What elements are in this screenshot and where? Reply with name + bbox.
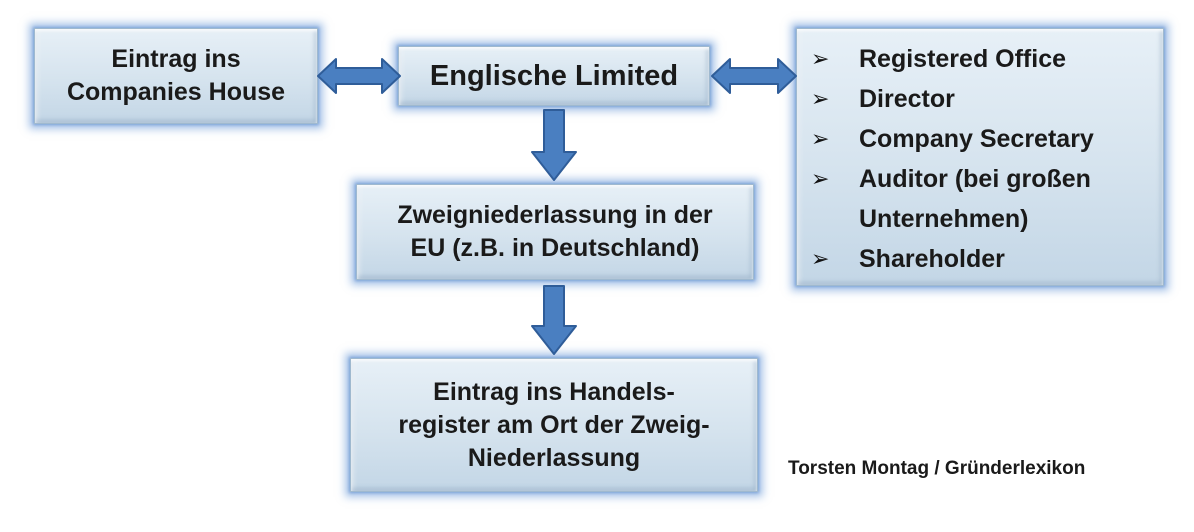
role-label: Company Secretary — [859, 125, 1094, 153]
arrow-bullet-icon: ➢ — [811, 46, 830, 71]
role-label-line-1: Auditor (bei großen — [859, 165, 1091, 193]
englische-limited-label: Englische Limited — [429, 59, 679, 92]
role-item-director: ➢ Director — [811, 79, 955, 119]
double-arrow-left-icon — [317, 58, 401, 94]
zweigniederlassung-line-2: EU (z.B. in Deutschland) — [410, 234, 700, 262]
zweigniederlassung-line-1: Zweigniederlassung in der — [397, 201, 713, 229]
handelsregister-line-1: Eintrag ins Handels- — [433, 377, 675, 406]
arrow-bullet-icon: ➢ — [811, 166, 830, 191]
companies-house-line-1: Eintrag ins — [111, 45, 241, 73]
double-arrow-right-icon — [711, 58, 797, 94]
author-credit: Torsten Montag / Gründerlexikon — [788, 458, 1086, 479]
role-label: Director — [859, 85, 955, 113]
arrow-bullet-icon: ➢ — [811, 86, 830, 111]
role-item-registered-office: ➢ Registered Office — [811, 39, 1066, 79]
companies-house-line-2: Companies House — [66, 78, 286, 106]
handelsregister-line-2: register am Ort der Zweig- — [398, 410, 710, 439]
role-label: Registered Office — [859, 45, 1067, 73]
role-item-shareholder: ➢ Shareholder — [811, 239, 1005, 279]
englische-limited-box: Englische Limited — [398, 46, 710, 106]
down-arrow-2-icon — [531, 285, 577, 355]
arrow-bullet-icon: ➢ — [811, 246, 830, 271]
role-item-auditor: ➢ Auditor (bei großen Unternehmen) — [811, 159, 1091, 239]
zweigniederlassung-box: Zweigniederlassung in der EU (z.B. in De… — [356, 184, 754, 280]
arrow-bullet-icon: ➢ — [811, 126, 830, 151]
down-arrow-1-icon — [531, 109, 577, 181]
companies-house-box: Eintrag ins Companies House — [34, 28, 318, 124]
role-label-line-2: Unternehmen) — [859, 205, 1029, 233]
role-item-company-secretary: ➢ Company Secretary — [811, 119, 1094, 159]
roles-list-box: ➢ Registered Office ➢ Director ➢ Company… — [796, 28, 1164, 286]
role-label: Shareholder — [859, 245, 1005, 273]
handelsregister-line-3: Niederlassung — [467, 443, 641, 472]
handelsregister-box: Eintrag ins Handels- register am Ort der… — [350, 358, 758, 492]
